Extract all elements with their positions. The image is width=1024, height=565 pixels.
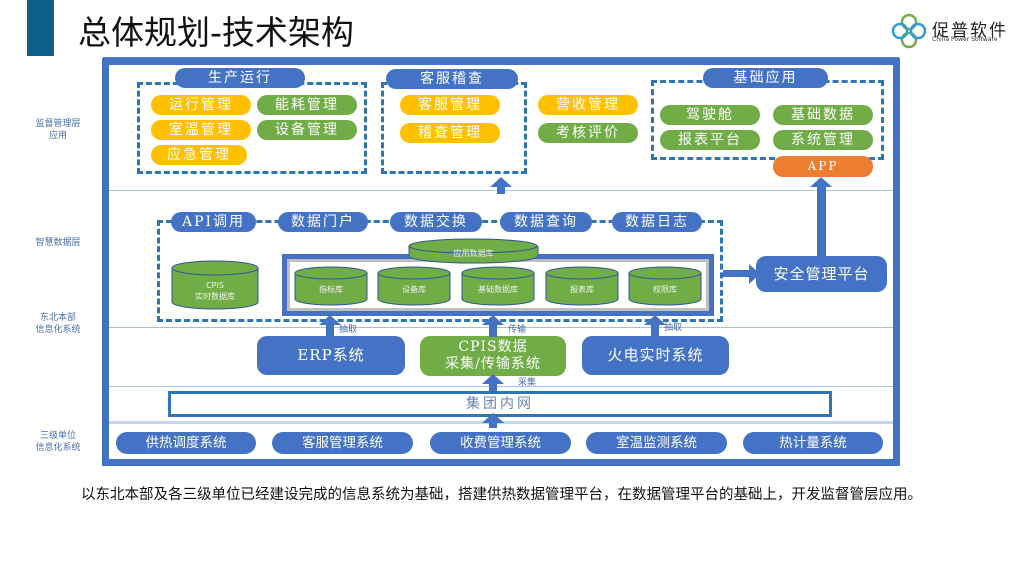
unit-system-room-temp-monitoring[interactable]: 室温监测系统: [586, 432, 727, 454]
arrow-shaft: [326, 323, 334, 337]
description-text: 以东北本部及各三级单位已经建设完成的信息系统为基础，搭建供热数据管理平台，在数据…: [81, 487, 922, 503]
cylinder-app-db: 应用数据库: [407, 238, 540, 264]
basic-apps-group-title: 基础应用: [703, 68, 828, 88]
arrow-shaft: [489, 382, 497, 392]
arrow-up-icon: [319, 315, 341, 325]
database-icon: [545, 266, 619, 306]
arrow-shaft: [489, 323, 497, 337]
arrow-up-icon: [482, 315, 504, 325]
service-data-portal[interactable]: 数据门户: [278, 212, 368, 232]
realtime-db-label: CPIS 实时数据库: [195, 281, 235, 301]
layer-divider: [109, 386, 893, 387]
unit-system-customer-service[interactable]: 客服管理系统: [272, 432, 413, 454]
flow-label-transmit: 传输: [508, 325, 527, 335]
module-system-admin[interactable]: 系统管理: [773, 130, 873, 150]
module-cockpit[interactable]: 驾驶舱: [660, 105, 760, 125]
database-icon: [461, 266, 535, 306]
production-group-title: 生产运行: [175, 68, 305, 88]
cylinder-equipment-db: 设备库: [377, 266, 451, 306]
module-app[interactable]: APP: [773, 156, 873, 177]
flow-label-collect: 采集: [518, 378, 537, 388]
arrow-up-icon: [482, 413, 504, 423]
module-emergency[interactable]: 应急管理: [151, 145, 247, 165]
service-api[interactable]: API调用: [171, 212, 256, 232]
database-icon: [628, 266, 702, 306]
cylinder-report-db: 报表库: [545, 266, 619, 306]
flow-label-extract: 抽取: [664, 323, 683, 333]
indicator-db-label: 指标库: [319, 285, 343, 294]
cylinder-permission-db: 权限库: [628, 266, 702, 306]
clover-logo-icon: [891, 13, 927, 49]
unit-system-billing[interactable]: 收费管理系统: [430, 432, 571, 454]
arrow-shaft: [817, 187, 826, 257]
logo-text: 促普软件: [932, 21, 1008, 41]
database-icon: [408, 238, 539, 264]
system-thermal-realtime[interactable]: 火电实时系统: [582, 336, 729, 375]
security-platform[interactable]: 安全管理平台: [756, 256, 887, 292]
service-data-exchange[interactable]: 数据交换: [390, 212, 482, 232]
module-revenue[interactable]: 营收管理: [538, 95, 638, 115]
module-evaluation[interactable]: 考核评价: [538, 123, 638, 143]
flow-label-extract: 抽取: [339, 325, 358, 335]
service-data-log[interactable]: 数据日志: [612, 212, 702, 232]
database-icon: [171, 260, 259, 310]
cylinder-basic-db: 基础数据库: [461, 266, 535, 306]
database-icon: [377, 266, 451, 306]
layer-label-hq: 东北本部 信息化系统: [35, 313, 81, 335]
layer-label-data: 智慧数据层: [35, 238, 81, 248]
customer-audit-group-title: 客服稽查: [386, 69, 518, 89]
module-energy[interactable]: 能耗管理: [257, 95, 357, 115]
service-data-query[interactable]: 数据查询: [500, 212, 592, 232]
layer-label-units: 三级单位 信息化系统: [35, 431, 81, 453]
report-db-label: 报表库: [570, 285, 594, 294]
unit-system-heating-dispatch[interactable]: 供热调度系统: [116, 432, 256, 454]
module-basic-data[interactable]: 基础数据: [773, 105, 873, 125]
database-icon: [294, 266, 368, 306]
arrow-up-icon: [490, 177, 512, 187]
module-operation[interactable]: 运行管理: [151, 95, 251, 115]
logo-subtitle: China Power Software: [932, 36, 998, 43]
module-customer-service[interactable]: 客服管理: [400, 95, 500, 115]
arrow-up-icon: [644, 315, 666, 325]
arrow-shaft: [489, 421, 497, 428]
layer-divider: [109, 327, 893, 328]
module-equipment[interactable]: 设备管理: [257, 120, 357, 140]
arrow-shaft: [651, 323, 659, 337]
cylinder-realtime-db: CPIS 实时数据库: [170, 260, 260, 310]
layer-label-supervision: 监督管理层 应用: [35, 119, 81, 141]
page-title: 总体规划-技术架构: [78, 13, 354, 52]
cylinder-indicator-db: 指标库: [294, 266, 368, 306]
title-accent-bar: [27, 0, 54, 56]
unit-system-heat-metering[interactable]: 热计量系统: [743, 432, 883, 454]
arrow-shaft: [723, 270, 750, 277]
arrow-up-icon: [482, 374, 504, 384]
company-logo: 促普软件 China Power Software: [890, 13, 1020, 50]
basic-db-label: 基础数据库: [478, 285, 518, 294]
module-room-temp[interactable]: 室温管理: [151, 120, 251, 140]
system-erp[interactable]: ERP系统: [257, 336, 405, 375]
equipment-db-label: 设备库: [402, 285, 426, 294]
module-audit[interactable]: 稽查管理: [400, 123, 500, 143]
system-cpis[interactable]: CPIS数据 采集/传输系统: [420, 336, 566, 376]
app-db-label: 应用数据库: [453, 249, 494, 258]
arrow-right-icon: [749, 264, 760, 284]
permission-db-label: 权限库: [653, 285, 677, 294]
arrow-shaft: [497, 186, 505, 194]
arrow-up-icon: [810, 177, 832, 187]
module-report-platform[interactable]: 报表平台: [660, 130, 760, 150]
